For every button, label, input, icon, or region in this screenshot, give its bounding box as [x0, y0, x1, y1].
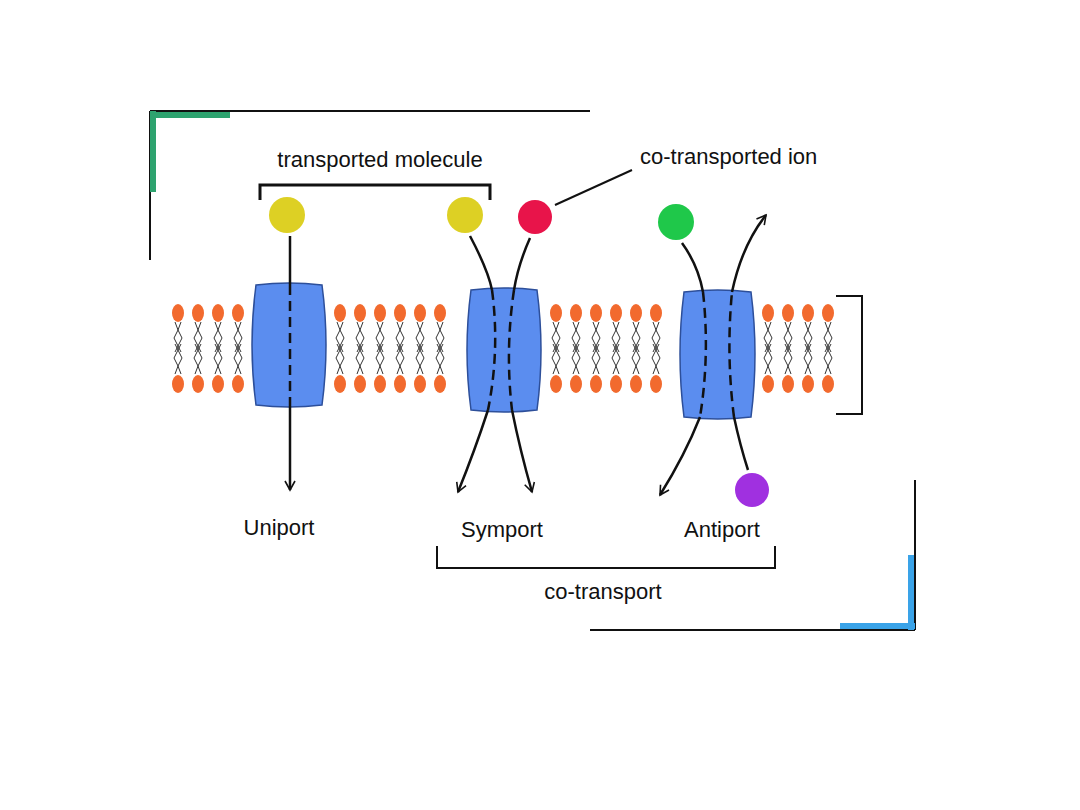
- molecule: [269, 197, 769, 507]
- diagram-label: co-transport: [544, 580, 661, 604]
- diagram-label: Uniport: [244, 516, 315, 540]
- diagram-label: co-transported ion: [640, 145, 817, 169]
- membrane-bracket: [836, 296, 862, 414]
- leader-line: [555, 170, 632, 205]
- label-bracket: [260, 185, 490, 200]
- label-bracket: [437, 546, 775, 568]
- frame-corner: [150, 111, 915, 630]
- diagram-label: Antiport: [684, 518, 760, 542]
- diagram-label: transported molecule: [277, 148, 482, 172]
- transport-arrow: [290, 215, 766, 495]
- diagram-label: Symport: [461, 518, 543, 542]
- transport-protein: [252, 283, 755, 419]
